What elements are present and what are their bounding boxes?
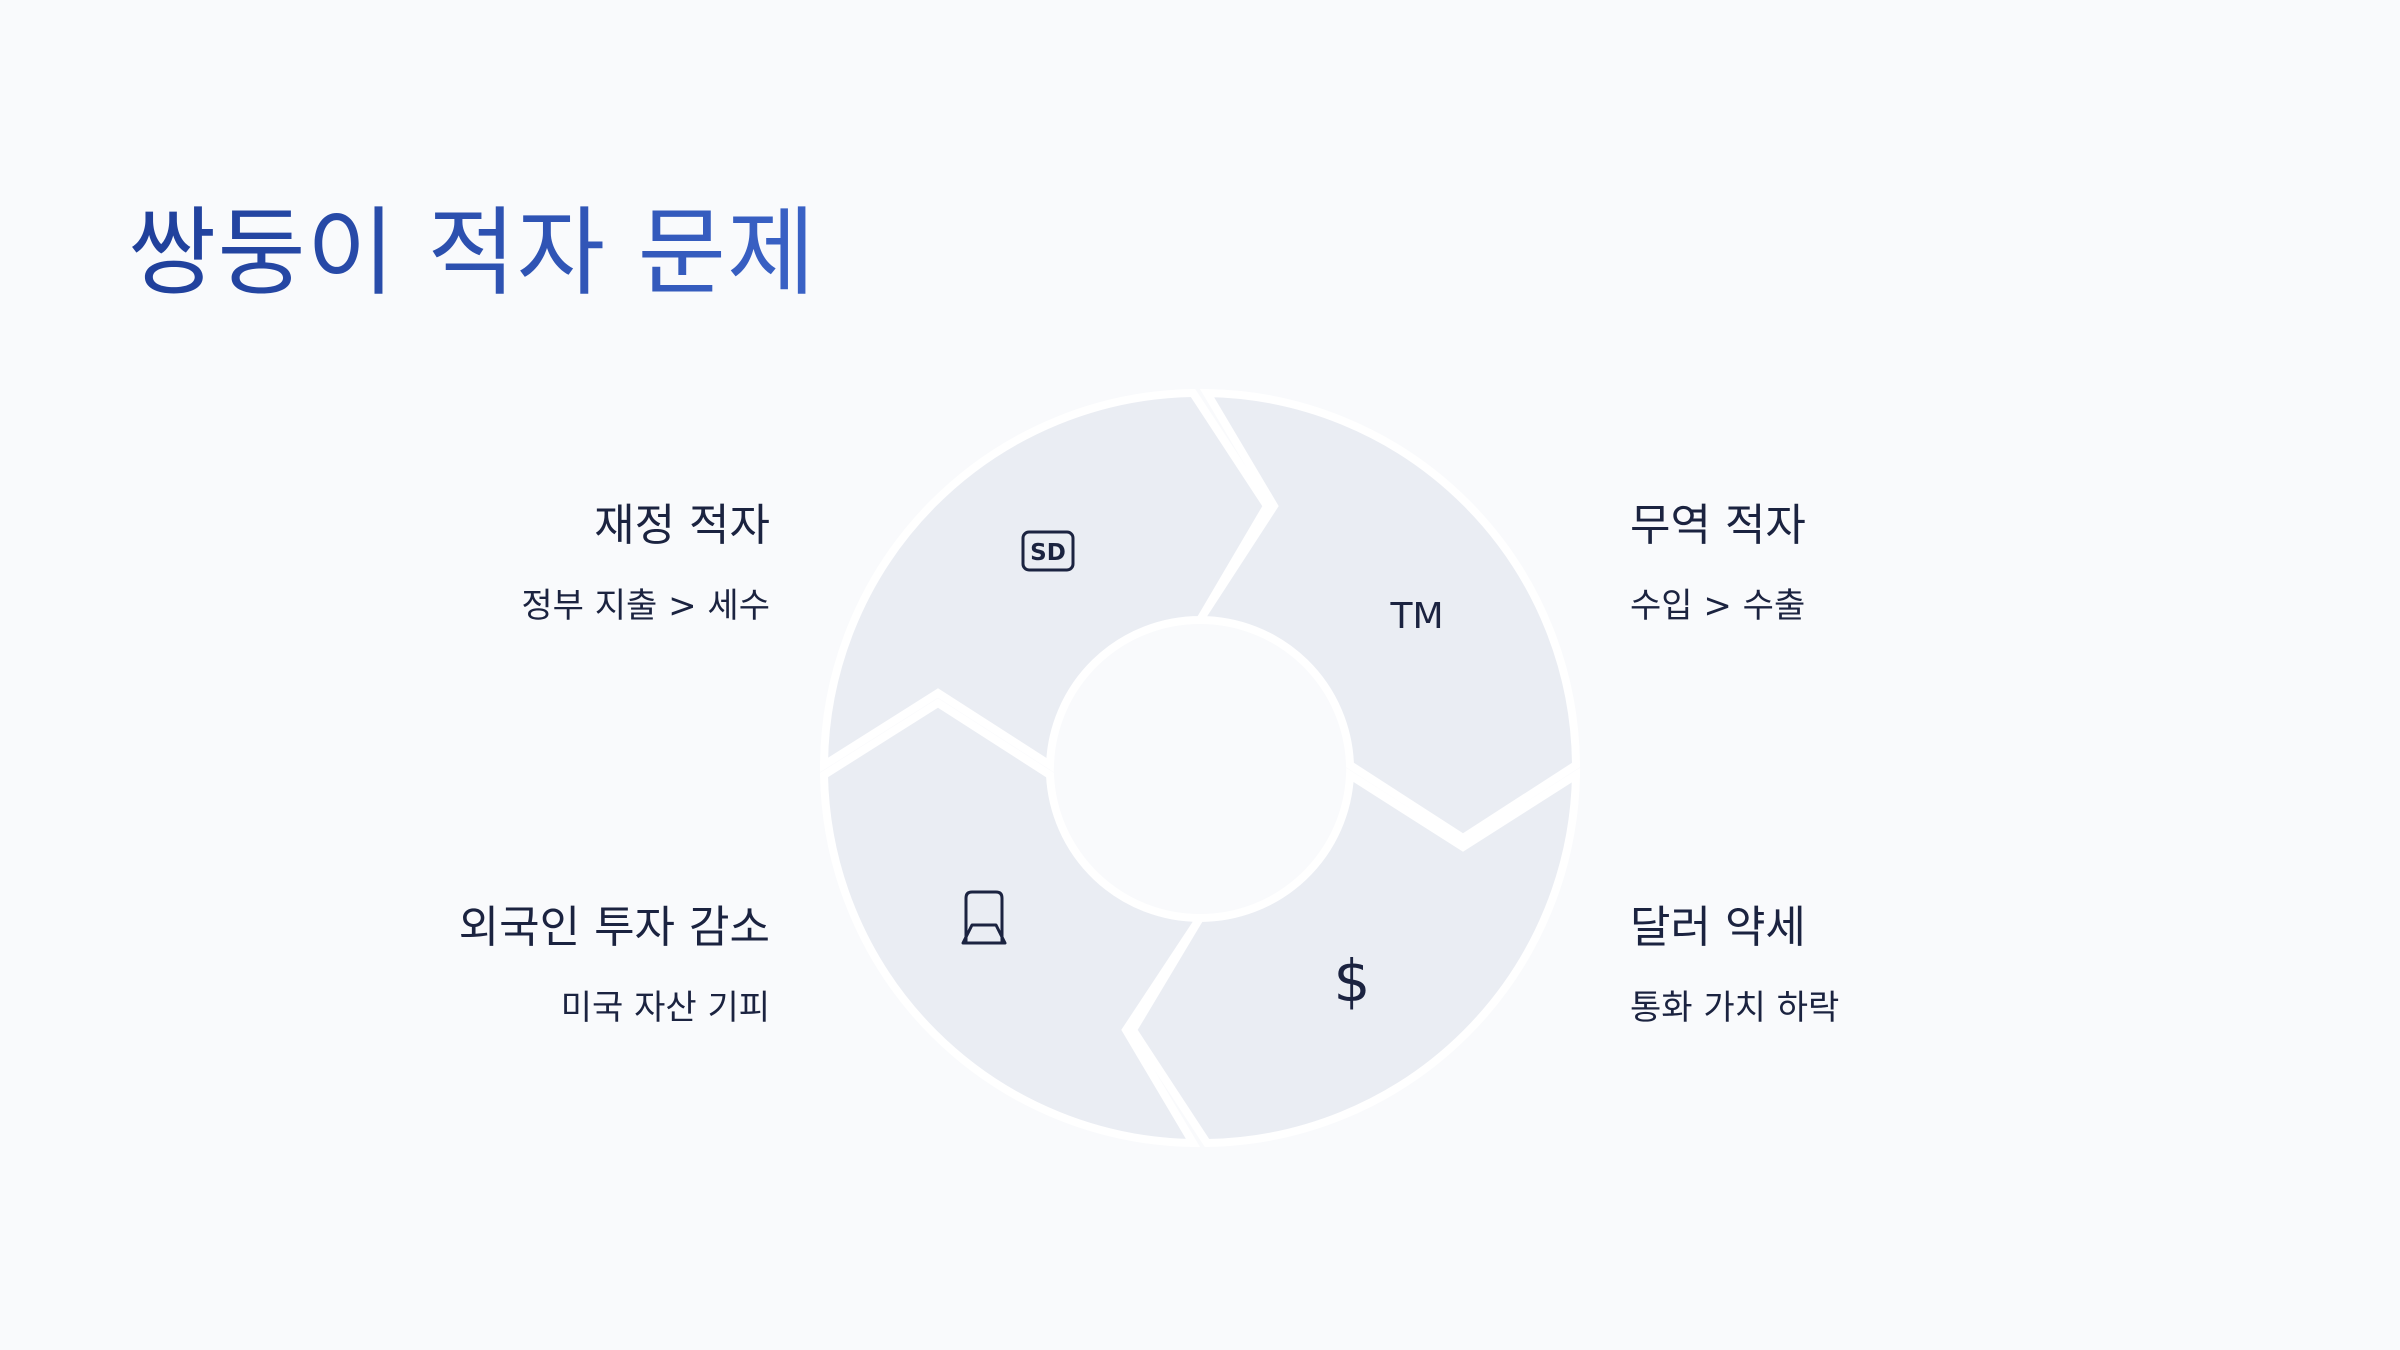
cycle-subtext: 미국 자산 기피 xyxy=(560,988,770,1028)
cycle-subtext: 정부 지출 > 세수 xyxy=(521,586,770,626)
cycle-segment-dollar xyxy=(1128,767,1581,1148)
sd-icon-text: SD xyxy=(1030,540,1066,566)
cycle-label-dollar: 달러 약세 통화 가치 하락 xyxy=(1630,900,1839,1030)
cycle-label-trade: 무역 적자 수입 > 수출 xyxy=(1630,498,1806,628)
cycle-heading: 무역 적자 xyxy=(1630,500,1806,551)
cycle-heading: 달러 약세 xyxy=(1630,902,1806,953)
cycle-segment-investment xyxy=(819,698,1208,1148)
cycle-subtext: 수입 > 수출 xyxy=(1630,586,1806,626)
cycle-label-investment: 외국인 투자 감소 미국 자산 기피 xyxy=(459,900,770,1030)
sd-card-icon: SD xyxy=(1021,530,1075,572)
cycle-subtext: 통화 가치 하락 xyxy=(1630,988,1840,1028)
cycle-label-fiscal: 재정 적자 정부 지출 > 세수 xyxy=(521,498,770,628)
cycle-segment-fiscal xyxy=(819,388,1272,773)
page-title: 쌍둥이 적자 문제 xyxy=(128,197,817,309)
cycle-heading: 외국인 투자 감소 xyxy=(458,902,770,953)
trademark-icon: TM xyxy=(1389,596,1443,637)
cycle-segment-trade xyxy=(1192,388,1581,843)
mobile-device-icon xyxy=(961,890,1007,945)
dollar-icon: $ xyxy=(1334,947,1371,1015)
cycle-heading: 재정 적자 xyxy=(594,500,770,551)
